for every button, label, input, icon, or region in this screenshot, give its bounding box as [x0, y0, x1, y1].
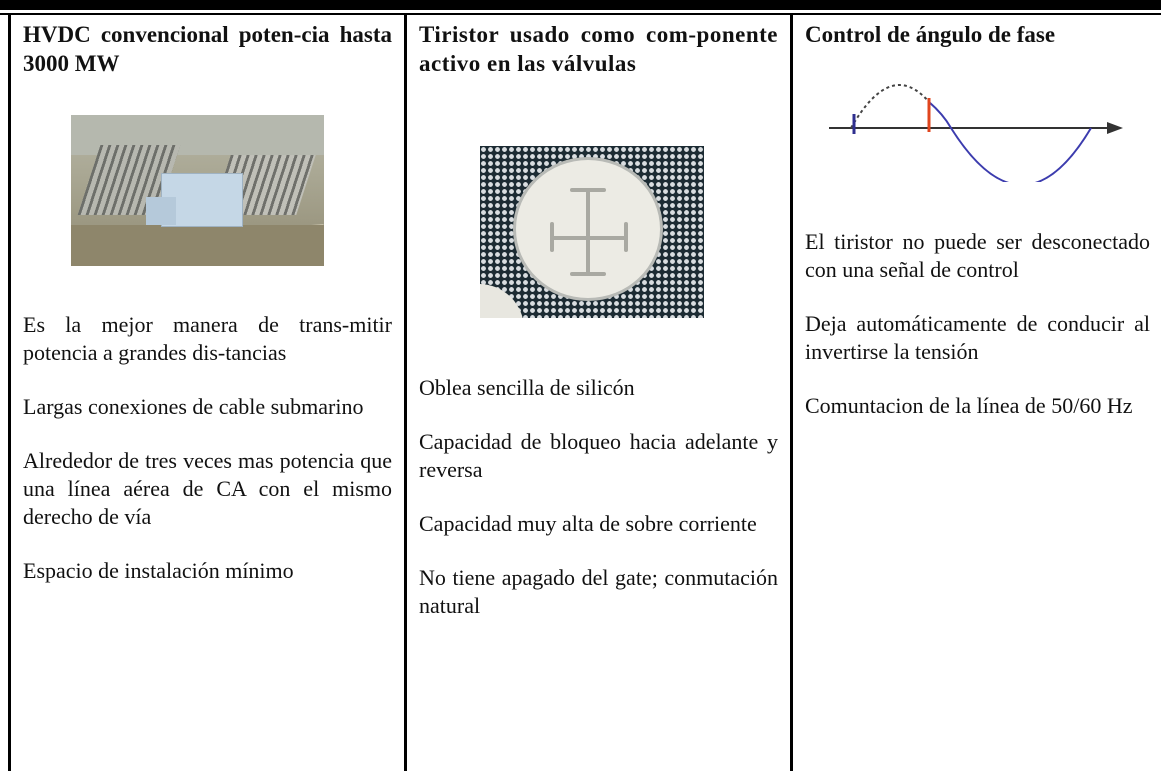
paragraph: Es la mejor manera de trans-mitir potenc… [23, 312, 392, 365]
phase-angle-waveform [829, 84, 1123, 182]
conducting-wave [928, 101, 1092, 182]
paragraph: Largas conexiones de cable submarino [23, 394, 364, 419]
converter-station-photo [71, 115, 324, 266]
paragraph: El tiristor no puede ser desconectado co… [805, 229, 1150, 282]
column-heading: HVDC convencional poten-cia hasta 3000 M… [23, 22, 392, 76]
axis-arrow-icon [1107, 122, 1123, 134]
paragraph: No tiene apagado del gate; conmutación n… [419, 565, 778, 618]
paragraph: Comuntacion de la línea de 50/60 Hz [805, 393, 1133, 418]
column-control: Control de ángulo de fase El tiristor no… [790, 14, 1161, 771]
paragraph: Deja automáticamente de conducir al inve… [805, 311, 1150, 364]
thyristor-wafer-photo [480, 146, 704, 318]
column-hvdc: HVDC convencional poten-cia hasta 3000 M… [8, 14, 407, 771]
column-heading: Control de ángulo de fase [805, 22, 1056, 47]
comparison-table: HVDC convencional poten-cia hasta 3000 M… [8, 14, 1161, 771]
column-heading: Tiristor usado como com-ponente activo e… [419, 22, 778, 76]
paragraph: Oblea sencilla de silicón [419, 375, 635, 400]
dashed-half-wave [850, 84, 930, 129]
column-tiristor: Tiristor usado como com-ponente activo e… [404, 14, 793, 771]
paragraph: Capacidad muy alta de sobre corriente [419, 511, 757, 536]
paragraph: Capacidad de bloqueo hacia adelante y re… [419, 429, 778, 482]
paragraph: Espacio de instalación mínimo [23, 558, 294, 583]
paragraph: Alrededor de tres veces mas potencia que… [23, 448, 392, 529]
top-rule-thick [0, 0, 1161, 10]
